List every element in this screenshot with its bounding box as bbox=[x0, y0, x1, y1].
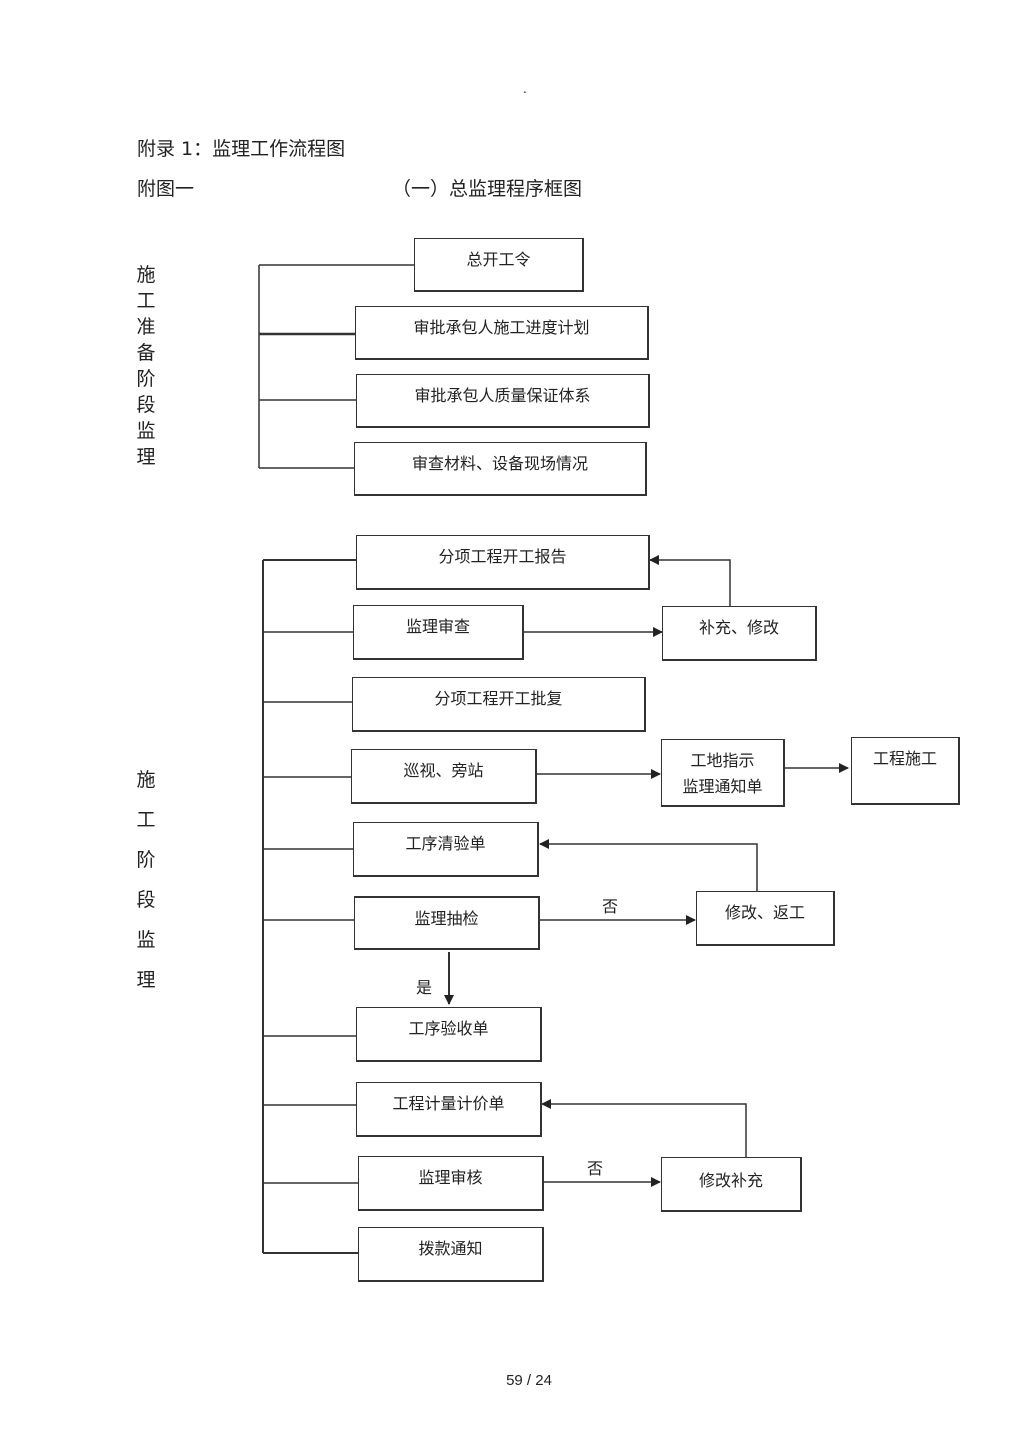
box-site-notice: 工地指示 监理通知单 bbox=[661, 739, 785, 807]
box-start-approval: 分项工程开工批复 bbox=[352, 677, 646, 732]
box-spot-check: 监理抽检 bbox=[354, 896, 540, 950]
box-modify-rework: 修改、返工 bbox=[696, 891, 835, 946]
prep-stage-char: 备 bbox=[136, 342, 156, 364]
prep-stage-char: 理 bbox=[136, 446, 156, 468]
figure-label: 附图一 bbox=[137, 178, 195, 200]
prep-stage-char: 施 bbox=[136, 264, 156, 286]
box-approve-quality: 审批承包人质量保证体系 bbox=[356, 374, 650, 428]
box-supplement-modify: 补充、修改 bbox=[662, 606, 817, 661]
box-inspect-materials: 审查材料、设备现场情况 bbox=[354, 442, 647, 496]
prep-stage-char: 准 bbox=[136, 316, 156, 338]
box-start-order: 总开工令 bbox=[414, 238, 584, 292]
construction-stage-char: 监 bbox=[136, 929, 156, 951]
prep-stage-char: 监 bbox=[136, 420, 156, 442]
construction-stage-label: 施 工 阶 段 监 理 bbox=[135, 771, 157, 990]
box-supervision-audit: 监理审核 bbox=[358, 1156, 544, 1211]
construction-stage-char: 理 bbox=[136, 969, 156, 991]
edge-label-no: 否 bbox=[587, 1159, 604, 1178]
box-measurement-form: 工程计量计价单 bbox=[356, 1082, 542, 1137]
box-process-accept-form: 工序验收单 bbox=[356, 1007, 542, 1062]
construction-stage-char: 工 bbox=[136, 809, 156, 831]
prep-stage-char: 阶 bbox=[136, 368, 156, 390]
prep-stage-char: 工 bbox=[136, 290, 156, 312]
box-patrol: 巡视、旁站 bbox=[351, 749, 537, 804]
header-dot: . bbox=[523, 82, 527, 96]
prep-stage-label: 施 工 准 备 阶 段 监 理 bbox=[135, 266, 157, 467]
prep-stage-char: 段 bbox=[136, 394, 156, 416]
edge-label-no: 否 bbox=[602, 897, 619, 916]
box-modify-supplement: 修改补充 bbox=[661, 1157, 802, 1212]
box-payment-notice: 拨款通知 bbox=[358, 1227, 544, 1282]
box-start-report: 分项工程开工报告 bbox=[356, 535, 650, 590]
box-process-check-form: 工序清验单 bbox=[353, 822, 539, 877]
box-approve-schedule: 审批承包人施工进度计划 bbox=[355, 306, 649, 360]
appendix-title: 附录 1：监理工作流程图 bbox=[137, 138, 346, 160]
page-number: 59 / 24 bbox=[506, 1372, 552, 1389]
edge-label-yes: 是 bbox=[416, 978, 433, 997]
box-construction: 工程施工 bbox=[851, 737, 960, 805]
figure-title: （一）总监理程序框图 bbox=[392, 178, 583, 200]
construction-stage-char: 施 bbox=[136, 769, 156, 791]
construction-stage-char: 阶 bbox=[136, 849, 156, 871]
construction-stage-char: 段 bbox=[136, 889, 156, 911]
box-supervision-review: 监理审查 bbox=[353, 605, 524, 660]
